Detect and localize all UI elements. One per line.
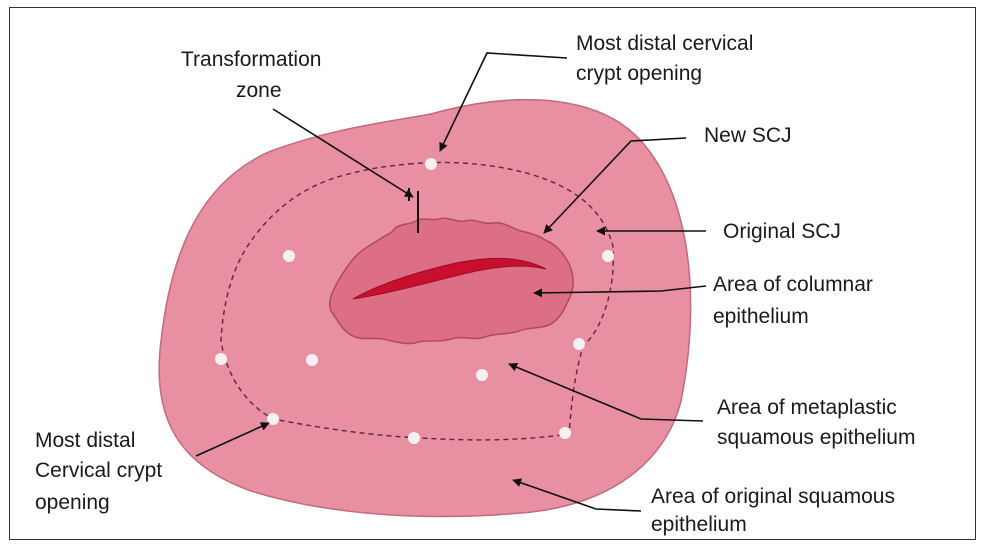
cervix-diagram: Transformation zone Most distal cervical…: [10, 8, 977, 541]
crypt-opening-dot-icon: [573, 338, 585, 350]
label-metaplastic-epithelium: Area of metaplastic squamous epithelium: [717, 396, 915, 449]
label-transformation-zone: Transformation zone: [181, 48, 327, 102]
label-original-scj: Original SCJ: [723, 220, 841, 243]
crypt-opening-dot-icon: [476, 369, 488, 381]
diagram-frame: Transformation zone Most distal cervical…: [9, 7, 976, 540]
label-new-scj: New SCJ: [704, 124, 792, 147]
crypt-opening-dot-icon: [602, 250, 614, 262]
crypt-opening-dot-icon: [215, 353, 227, 365]
crypt-opening-dot-icon: [559, 427, 571, 439]
label-most-distal-top: Most distal cervical crypt opening: [576, 32, 759, 85]
label-columnar-epithelium: Area of columnar epithelium: [713, 273, 879, 328]
label-original-squamous: Area of original squamous epithelium: [651, 485, 901, 536]
label-most-distal-left: Most distal Cervical crypt opening: [35, 429, 168, 514]
crypt-opening-dot-icon: [408, 432, 420, 444]
crypt-opening-dot-icon: [283, 250, 295, 262]
crypt-opening-dot-icon: [306, 354, 318, 366]
crypt-opening-dot-icon: [425, 158, 437, 170]
